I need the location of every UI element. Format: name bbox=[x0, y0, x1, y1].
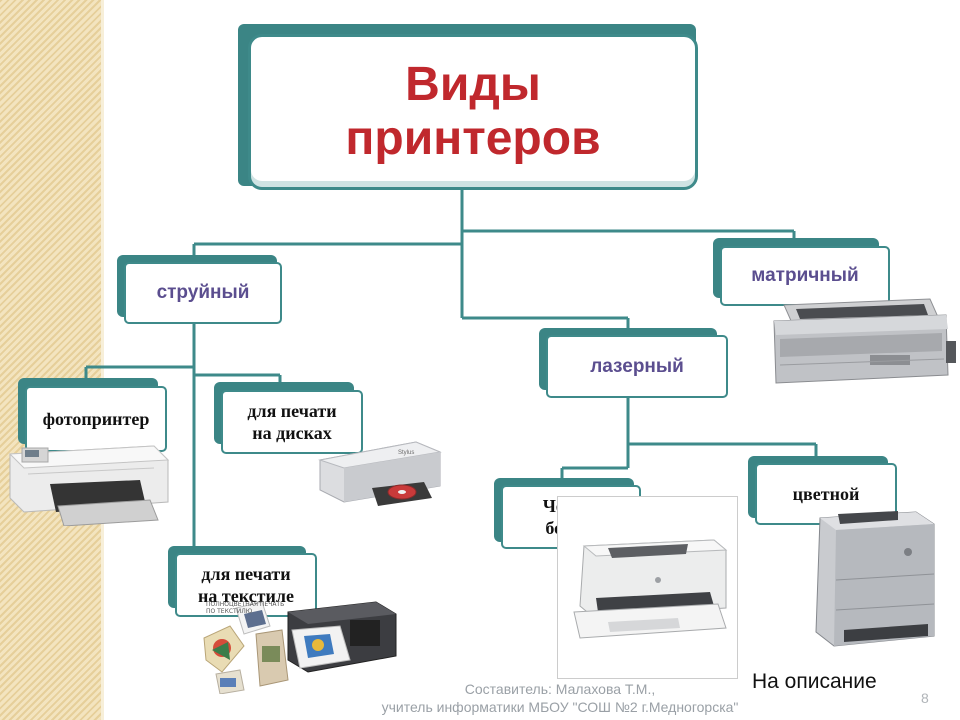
subtype-textile-printing-label: для печати на текстиле bbox=[198, 564, 294, 606]
bw-laser-printer-image bbox=[573, 539, 728, 639]
author-credit: Составитель: Малахова Т.М., учитель инфо… bbox=[381, 681, 739, 715]
category-inkjet: струйный bbox=[118, 256, 282, 324]
description-link[interactable]: На описание bbox=[752, 670, 877, 693]
textile-printing-image bbox=[203, 601, 397, 694]
decorative-side-strip bbox=[0, 0, 104, 720]
subtype-disc-printing-label: для печати на дисках bbox=[247, 401, 337, 443]
diagram-title-box: Виды принтеров bbox=[243, 29, 698, 190]
diagram-title: Виды принтеров bbox=[345, 58, 601, 165]
subtype-photo-printer-label: фотопринтер bbox=[42, 409, 150, 429]
category-laser-label: лазерный bbox=[590, 355, 684, 377]
category-laser: лазерный bbox=[540, 329, 728, 398]
photo-printer-image bbox=[8, 445, 170, 526]
category-inkjet-label: струйный bbox=[156, 282, 250, 303]
category-matrix-label: матричный bbox=[751, 265, 859, 286]
subtype-color-label: цветной bbox=[792, 484, 860, 504]
svg-text:Stylus: Stylus bbox=[398, 450, 414, 456]
matrix-printer-image bbox=[773, 298, 956, 384]
textile-photo-caption: ПОЛНОЦВЕТНАЯ ПЕЧАТЬ ПО ТЕКСТИЛЮ bbox=[206, 601, 285, 615]
disc-printer-image: Stylus bbox=[318, 441, 442, 506]
color-laser-printer-image bbox=[815, 511, 935, 647]
page-number: 8 bbox=[921, 690, 929, 706]
